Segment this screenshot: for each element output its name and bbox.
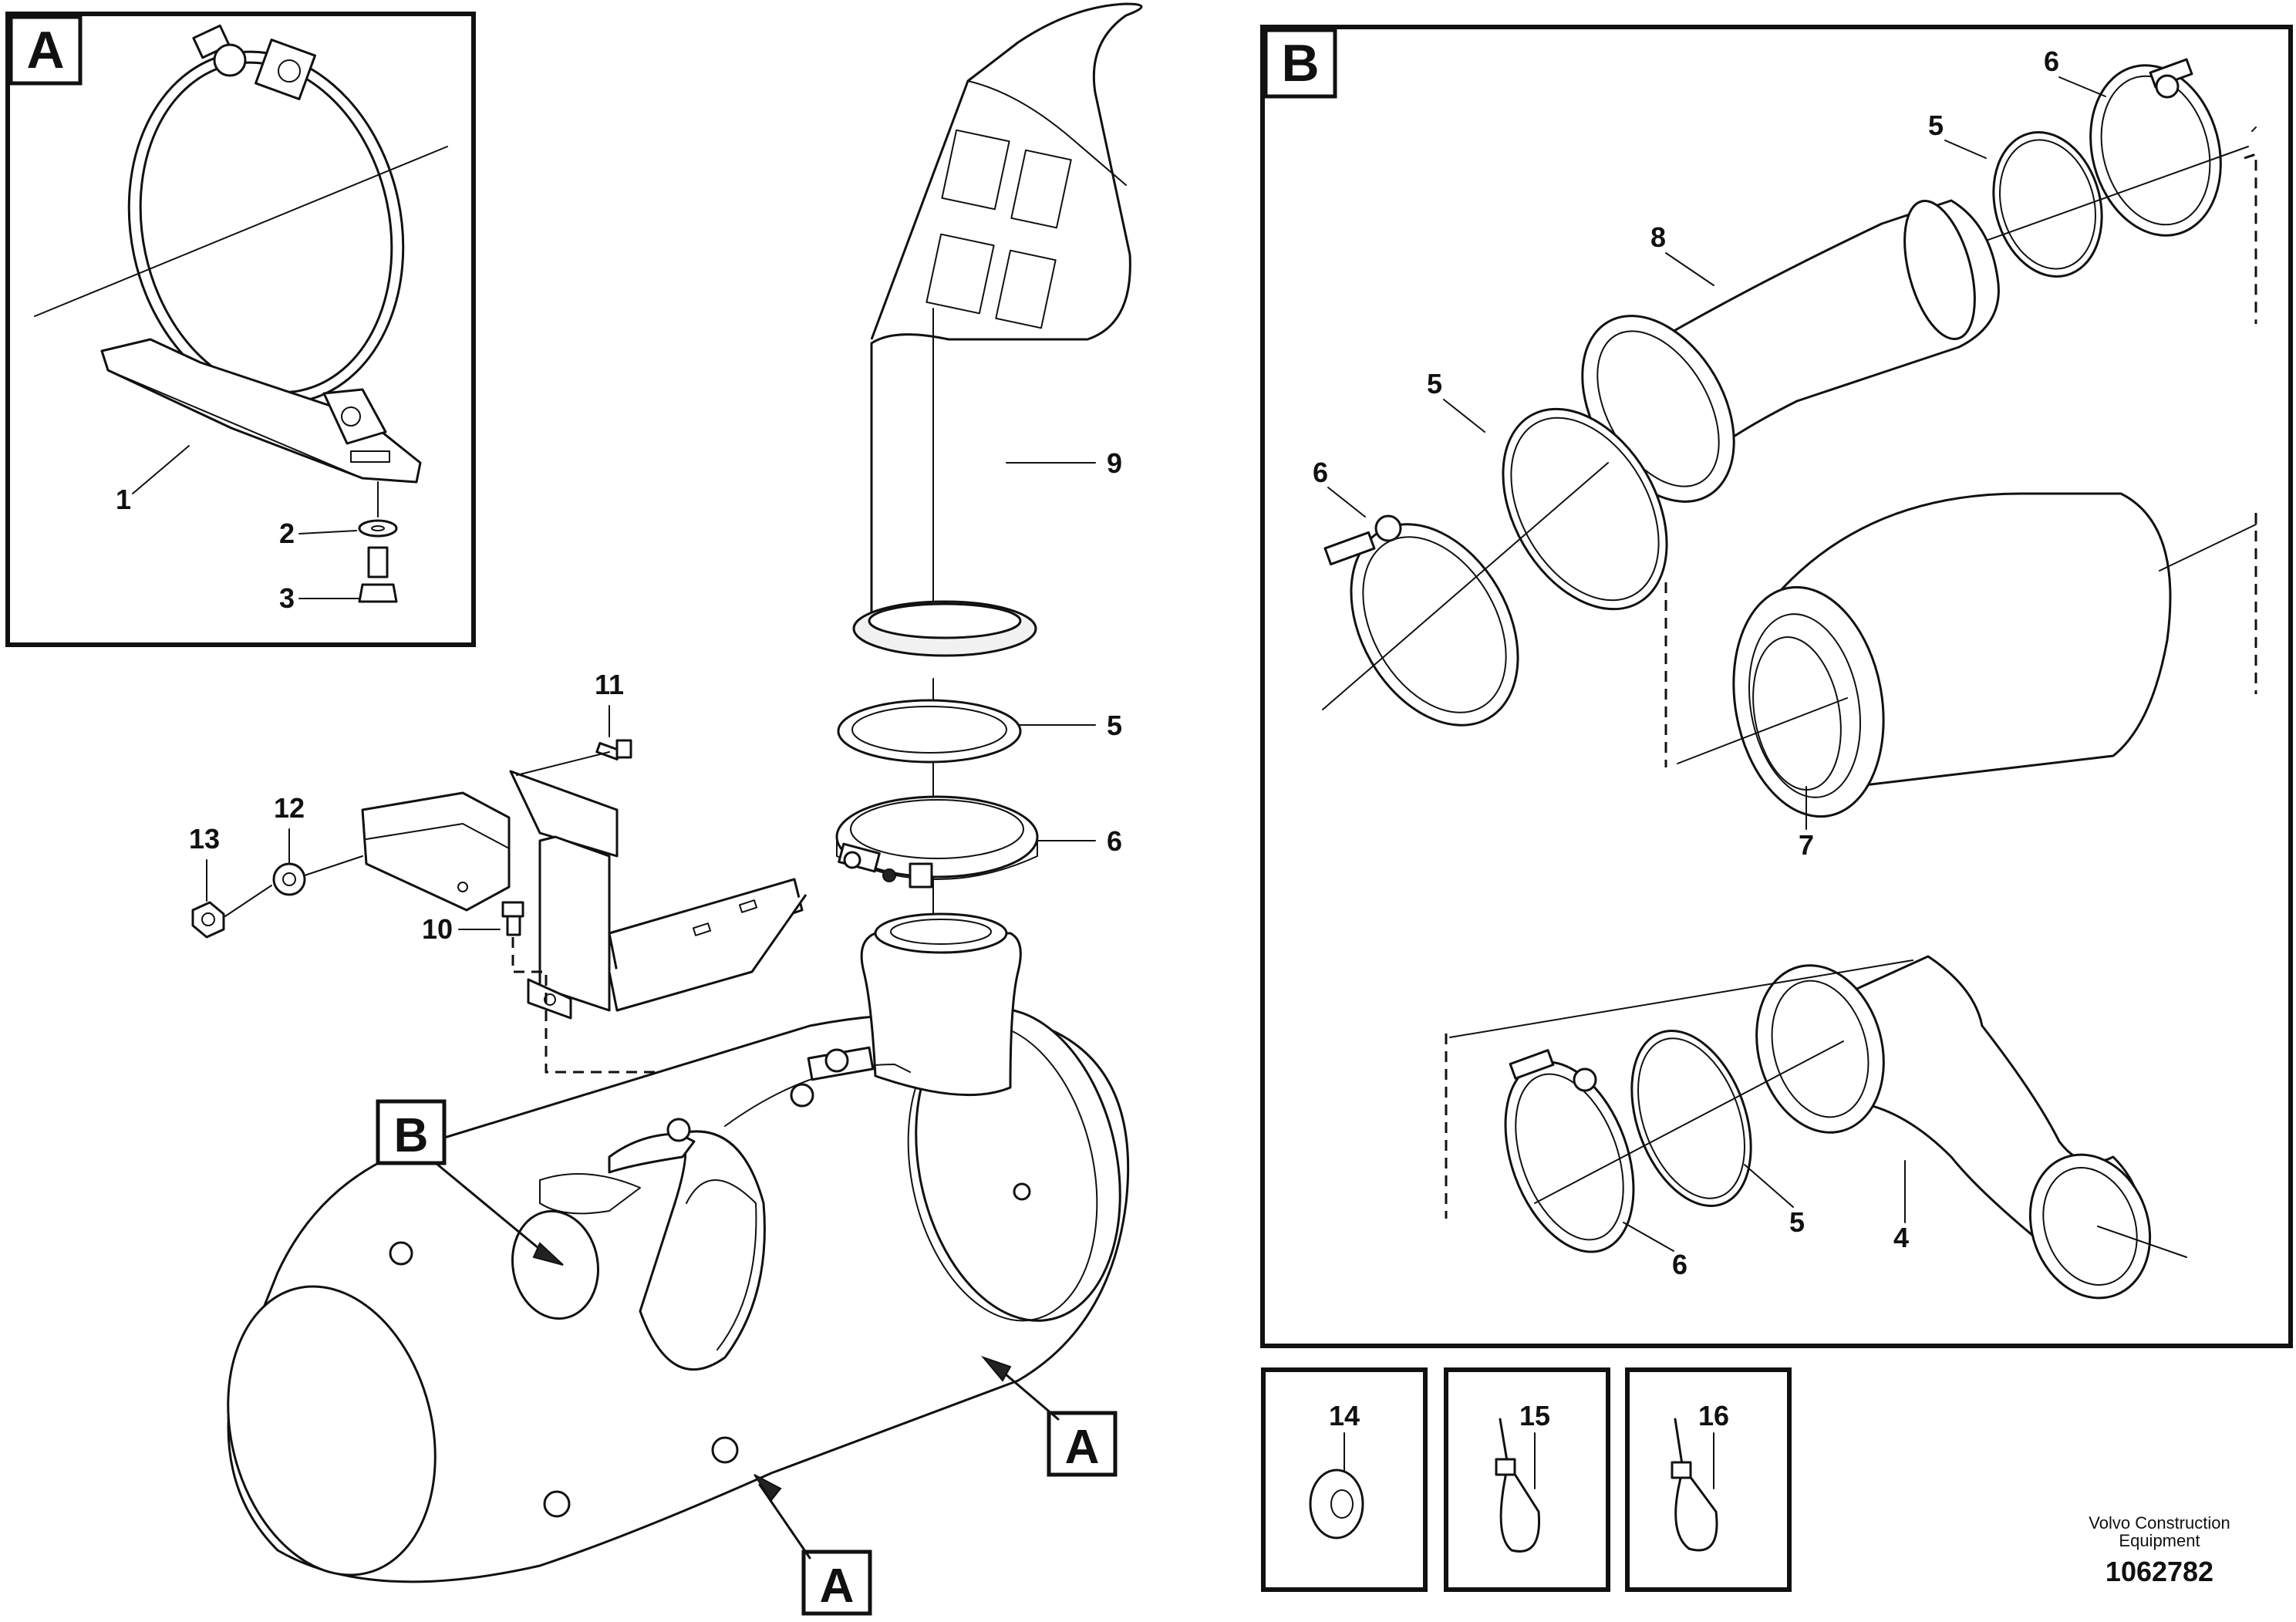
clamp-pipe — [835, 795, 1039, 889]
view-a-label: A — [26, 21, 64, 79]
callout-9: 9 — [1107, 447, 1122, 479]
svg-text:15: 15 — [1519, 1400, 1550, 1431]
part-box-15: 15 — [1444, 1367, 1610, 1592]
gasket-b-bottom — [1630, 1030, 1752, 1207]
pipe-4-illustration — [1755, 955, 2152, 1300]
clamp-b-bottom — [1504, 1049, 1635, 1253]
muffler-body-illustration — [227, 912, 1130, 1583]
svg-text:A: A — [820, 1560, 855, 1613]
part-box-16: 16 — [1625, 1367, 1792, 1592]
svg-text:16: 16 — [1698, 1400, 1729, 1431]
callout-13: 13 — [189, 823, 220, 855]
callout-5-b-left: 5 — [1427, 368, 1442, 400]
washer-12 — [272, 862, 306, 896]
company-line2: Equipment — [2119, 1531, 2200, 1550]
pipe-7-illustration — [1732, 492, 2172, 818]
ref-b-main: B — [376, 1099, 564, 1266]
bolt-10 — [501, 901, 524, 918]
tailpipe-illustration — [852, 2, 1143, 922]
callout-8: 8 — [1650, 221, 1666, 253]
footer: Volvo Construction Equipment 1062782 — [2089, 1513, 2230, 1587]
callout-12: 12 — [274, 792, 305, 824]
clamp-b-left — [1323, 514, 1519, 727]
company-line1: Volvo Construction — [2089, 1513, 2230, 1533]
bracket-illustration — [361, 770, 807, 1020]
svg-text:14: 14 — [1329, 1400, 1360, 1431]
svg-text:B: B — [394, 1109, 429, 1162]
callout-10: 10 — [422, 913, 453, 945]
gasket-pipe — [837, 699, 1022, 764]
callout-7: 7 — [1799, 829, 1814, 861]
callout-5-b-bottom: 5 — [1789, 1206, 1805, 1238]
view-a-panel: A 1 2 3 — [5, 12, 476, 647]
callout-5-b-top: 5 — [1928, 110, 1944, 141]
main-assembly: 9 5 6 11 — [189, 2, 1143, 1616]
callout-4: 4 — [1893, 1222, 1909, 1253]
callout-5-pipe: 5 — [1107, 710, 1122, 741]
view-b-panel: B — [1260, 25, 2293, 1348]
view-b-label: B — [1281, 34, 1319, 93]
callout-6-b-bottom: 6 — [1672, 1249, 1687, 1280]
part-box-14: 14 — [1261, 1367, 1428, 1592]
callout-6-pipe: 6 — [1107, 825, 1122, 857]
nut-13 — [191, 901, 225, 939]
drawing-number: 1062782 — [2106, 1556, 2213, 1587]
clamp-b-top — [2089, 58, 2222, 237]
bolt-11 — [516, 739, 632, 776]
callout-2: 2 — [279, 518, 295, 549]
callout-6-b-top: 6 — [2044, 46, 2059, 77]
callout-3: 3 — [279, 582, 295, 614]
callout-1: 1 — [116, 484, 131, 515]
gasket-b-left — [1502, 407, 1668, 611]
washer-and-bolt — [358, 481, 398, 603]
support-clamp-illustration — [34, 24, 448, 484]
ref-a-main-right: A — [980, 1355, 1118, 1477]
callout-6-b-left: 6 — [1313, 457, 1328, 488]
svg-text:A: A — [1065, 1421, 1100, 1474]
callout-11: 11 — [595, 669, 624, 700]
gasket-b-top — [1992, 131, 2103, 278]
ref-a-main-bottom: A — [754, 1474, 872, 1616]
